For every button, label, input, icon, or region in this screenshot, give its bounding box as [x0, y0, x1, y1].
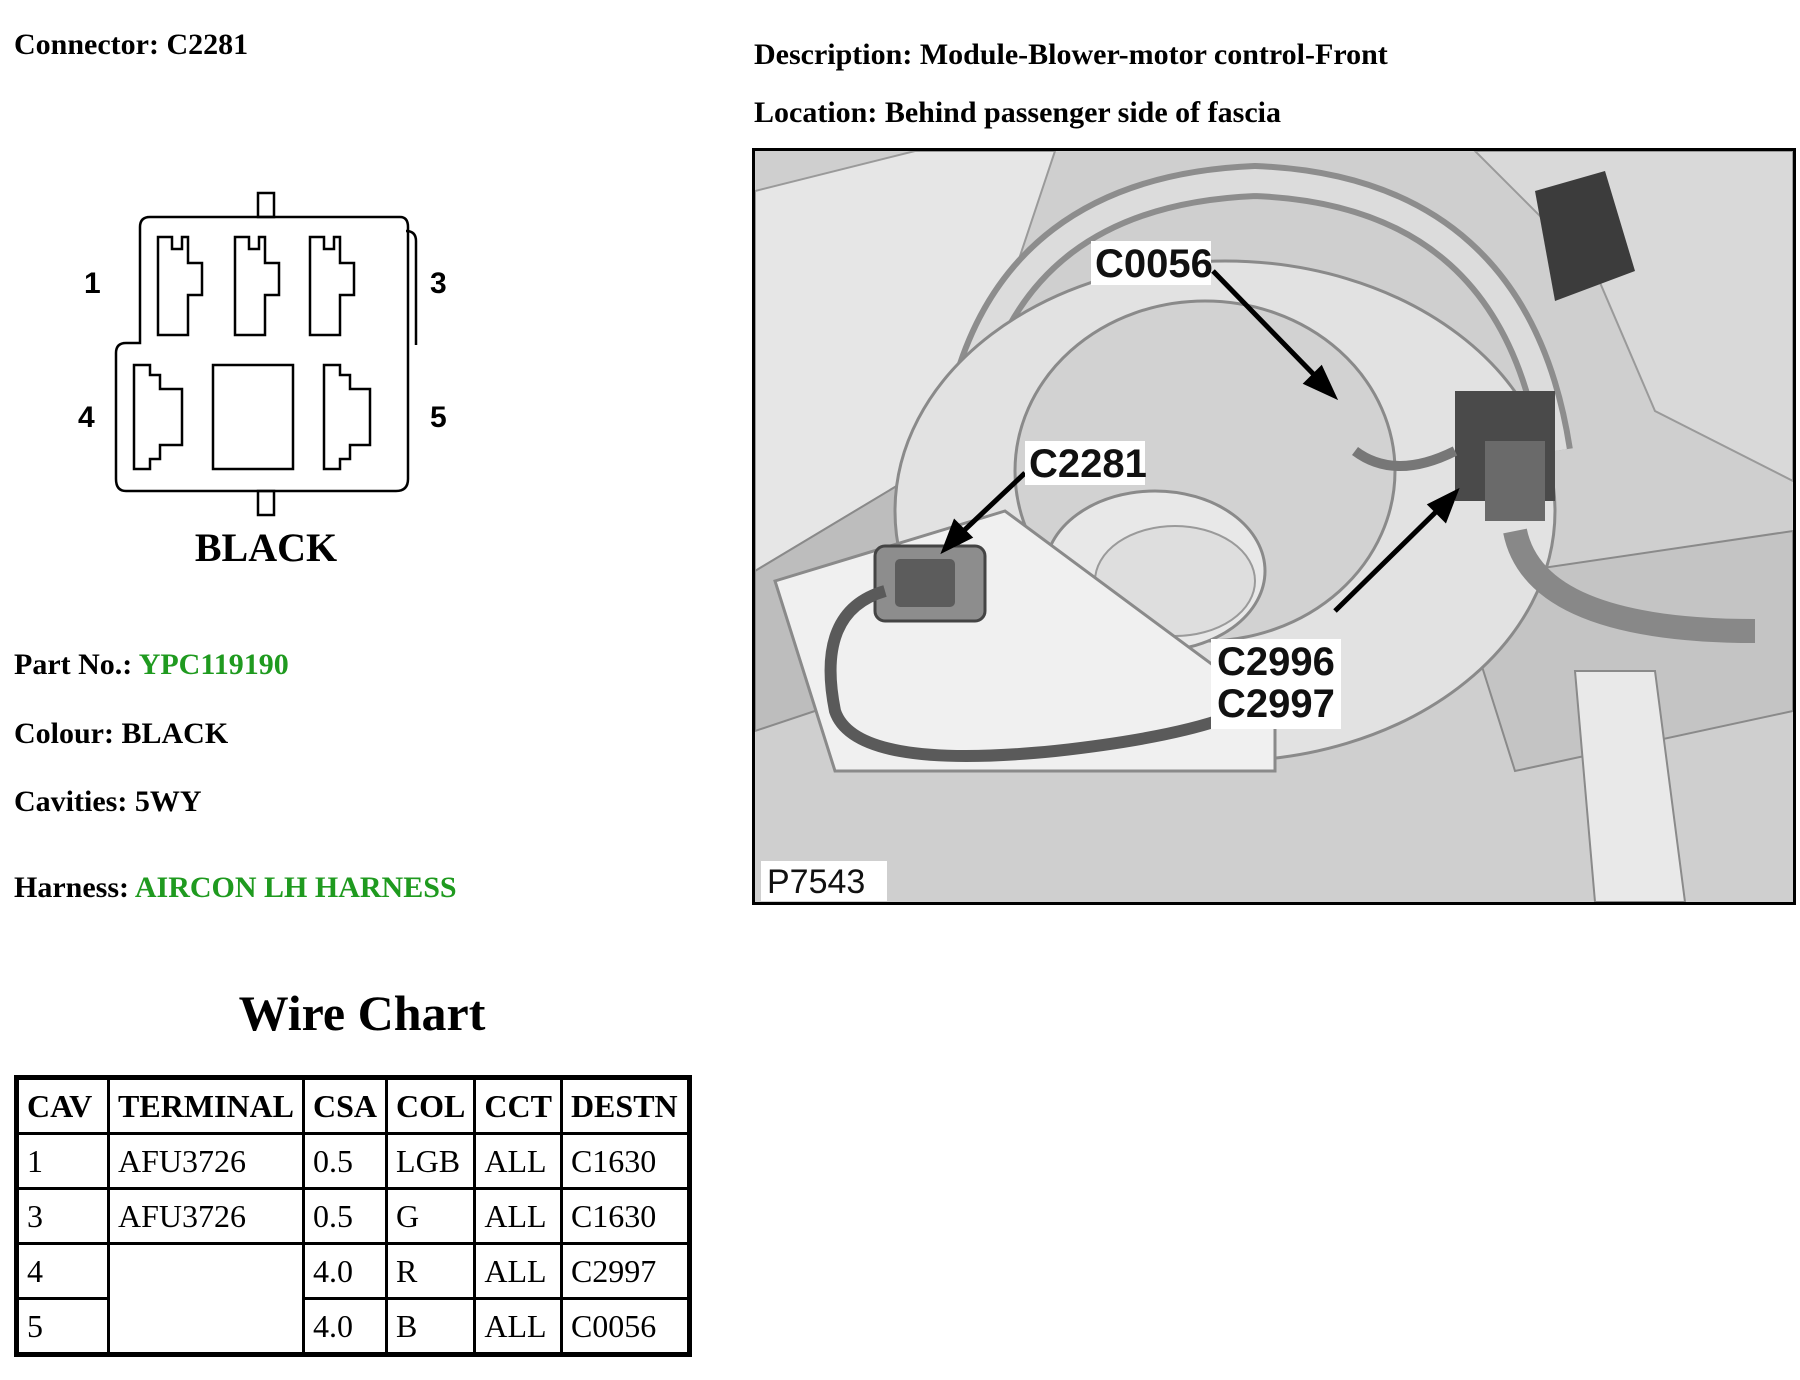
location-label: Location:: [754, 96, 878, 129]
col-header-cav: CAV: [15, 1076, 110, 1135]
col-header-terminal: TERMINAL: [106, 1076, 306, 1135]
cell-cav: 5: [15, 1297, 110, 1356]
pinout-colour-label: BLACK: [195, 525, 337, 570]
cavity-3-outline: [308, 235, 356, 337]
cavities-value: 5WY: [134, 785, 202, 818]
wire-chart-header-row: CAV TERMINAL CSA COL CCT DESTN: [15, 1076, 691, 1135]
location-field: Location: Behind passenger side of fasci…: [754, 96, 1281, 130]
location-value: Behind passenger side of fascia: [884, 96, 1281, 129]
connector-pinout-diagram: 1 3 4 5 BLACK: [78, 191, 447, 570]
connector-label: Connector:: [14, 28, 159, 61]
cavities-label: Cavities:: [14, 785, 128, 818]
table-row: 1 AFU3726 0.5 LGB ALL C1630: [15, 1132, 691, 1190]
cell-cct: ALL: [473, 1242, 563, 1300]
cell-destn: C1630: [559, 1187, 691, 1245]
table-row: 5 4.0 B ALL C0056: [15, 1297, 691, 1356]
col-header-destn: DESTN: [559, 1076, 691, 1135]
figure-id: P7543: [767, 863, 865, 901]
cavity-blank-outline: [211, 363, 295, 471]
cell-destn: C1630: [559, 1132, 691, 1190]
col-header-csa: CSA: [302, 1076, 389, 1135]
cavity-5-outline: [322, 363, 372, 471]
connector-value: C2281: [166, 28, 249, 61]
cavity-4-outline: [132, 363, 184, 471]
cell-cct: ALL: [473, 1132, 563, 1190]
harness-field: Harness: AIRCON LH HARNESS: [14, 871, 457, 905]
callout-c2281: C2281: [1029, 442, 1147, 486]
harness-label: Harness:: [14, 871, 129, 904]
pin-label-1: 1: [84, 267, 101, 300]
connector-key-bottom: [256, 489, 276, 517]
cell-csa: 4.0: [302, 1242, 389, 1300]
wire-chart-title: Wire Chart: [238, 985, 486, 1041]
cell-csa: 0.5: [302, 1187, 389, 1245]
connector-field: Connector: C2281: [14, 28, 248, 62]
cell-col: B: [385, 1297, 477, 1356]
cell-col: LGB: [385, 1132, 477, 1190]
connector-housing-edge: [405, 229, 418, 345]
callout-c2997: C2997: [1217, 682, 1335, 726]
pin-label-4: 4: [78, 401, 95, 434]
colour-value: BLACK: [121, 717, 229, 750]
cell-terminal: AFU3726: [106, 1187, 306, 1245]
col-header-cct: CCT: [473, 1076, 563, 1135]
callout-c0056: C0056: [1095, 242, 1213, 286]
pin-label-3: 3: [430, 267, 447, 300]
wire-chart-table: CAV TERMINAL CSA COL CCT DESTN 1 AFU3726…: [14, 1075, 692, 1357]
description-field: Description: Module-Blower-motor control…: [754, 38, 1388, 72]
cell-col: G: [385, 1187, 477, 1245]
cell-cav: 4: [15, 1242, 110, 1300]
cell-csa: 4.0: [302, 1297, 389, 1356]
connector-location-photo: C0056 C2281 C2996 C2997 P7543: [752, 148, 1796, 905]
cell-cct: ALL: [473, 1187, 563, 1245]
cavities-field: Cavities: 5WY: [14, 785, 201, 819]
photo-illustration: C0056 C2281 C2996 C2997 P7543: [755, 151, 1793, 902]
colour-field: Colour: BLACK: [14, 717, 228, 751]
description-label: Description:: [754, 38, 913, 71]
cavity-2-outline: [233, 235, 281, 337]
cell-col: R: [385, 1242, 477, 1300]
description-value: Module-Blower-motor control-Front: [919, 38, 1388, 71]
cell-destn: C2997: [559, 1242, 691, 1300]
harness-value: AIRCON LH HARNESS: [134, 871, 457, 904]
col-header-col: COL: [385, 1076, 477, 1135]
table-row: 4 4.0 R ALL C2997: [15, 1242, 691, 1356]
cell-destn: C0056: [559, 1297, 691, 1356]
part-no-value: YPC119190: [138, 648, 289, 681]
cell-cav: 1: [15, 1132, 110, 1190]
connector-key-top: [256, 191, 276, 219]
cell-csa: 0.5: [302, 1132, 389, 1190]
cell-cav: 3: [15, 1187, 110, 1245]
colour-label: Colour:: [14, 717, 114, 750]
part-no-field: Part No.: YPC119190: [14, 648, 289, 682]
cavity-1-outline: [156, 235, 204, 337]
table-row: 3 AFU3726 0.5 G ALL C1630: [15, 1187, 691, 1245]
pin-label-5: 5: [430, 401, 447, 434]
cell-terminal: AFU3726: [106, 1132, 306, 1190]
cell-cct: ALL: [473, 1297, 563, 1356]
cell-terminal: [106, 1242, 306, 1356]
connector-housing: [114, 215, 410, 493]
part-no-label: Part No.:: [14, 648, 133, 681]
callout-c2996: C2996: [1217, 640, 1335, 684]
